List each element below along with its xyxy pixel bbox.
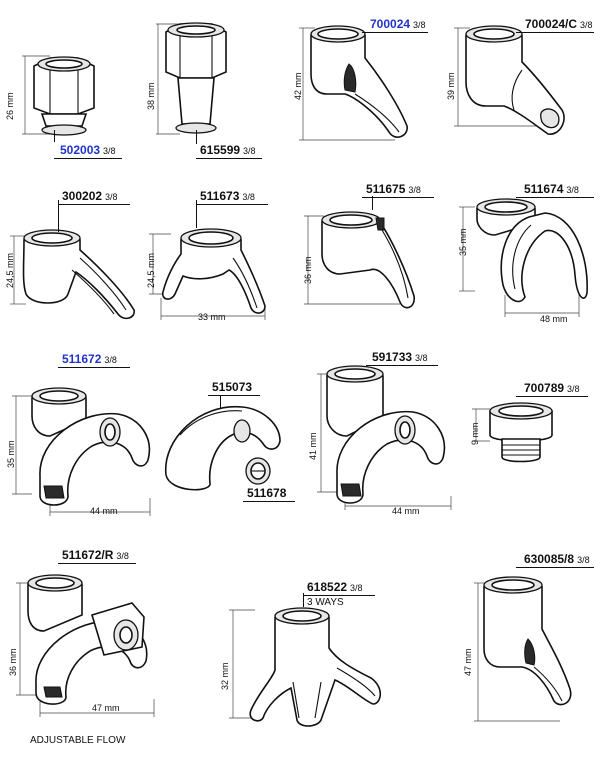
dim-vertical: 42 mm <box>293 72 303 100</box>
dim-horizontal: 33 mm <box>198 312 226 322</box>
wide-spout-drawing <box>304 211 415 309</box>
adjustable-diverter-drawing <box>16 574 155 717</box>
dim-vertical: 24,5 mm <box>5 252 15 288</box>
dim-vertical: 36 mm <box>303 256 313 284</box>
dim-vertical: 47 mm <box>463 648 473 676</box>
dim-horizontal: 44 mm <box>90 506 118 516</box>
spout-fork-drawing <box>10 229 135 320</box>
part-code: 511678 <box>247 486 287 500</box>
three-way-spout-drawing <box>229 607 382 727</box>
spout-drawing <box>299 25 408 141</box>
dim-horizontal: 47 mm <box>92 703 120 713</box>
nut-adapter-drawing <box>22 55 95 136</box>
dim-vertical: 26 mm <box>5 92 15 120</box>
dim-vertical: 39 mm <box>446 72 456 100</box>
dim-vertical: 41 mm <box>308 432 318 460</box>
part-code: 515073 <box>212 380 253 394</box>
dim-horizontal: 48 mm <box>540 314 568 324</box>
loop-spout-drawing <box>459 198 588 317</box>
double-spout-drawing <box>149 228 266 320</box>
dim-vertical: 35 mm <box>6 440 16 468</box>
dim-vertical: 9 mm <box>470 422 480 446</box>
cap-drawing <box>245 457 271 485</box>
tall-spout-drawing <box>474 576 572 722</box>
dim-vertical: 35 mm <box>458 228 468 256</box>
tall-diverter-drawing <box>317 365 452 510</box>
dim-vertical: 38 mm <box>146 82 156 110</box>
dim-vertical: 24,5 mm <box>146 252 156 288</box>
long-adapter-drawing <box>156 22 227 135</box>
note-adjustable-flow: ADJUSTABLE FLOW <box>30 735 126 746</box>
dim-horizontal: 44 mm <box>392 506 420 516</box>
dim-vertical: 36 mm <box>8 648 18 676</box>
spout-c-drawing <box>454 25 565 135</box>
nipple-adapter-drawing <box>472 402 553 463</box>
diverter-spout-drawing <box>12 387 151 516</box>
note-3-ways: 3 WAYS <box>307 597 344 608</box>
arc-cover-drawing <box>165 406 281 491</box>
dim-vertical: 32 mm <box>220 662 230 690</box>
